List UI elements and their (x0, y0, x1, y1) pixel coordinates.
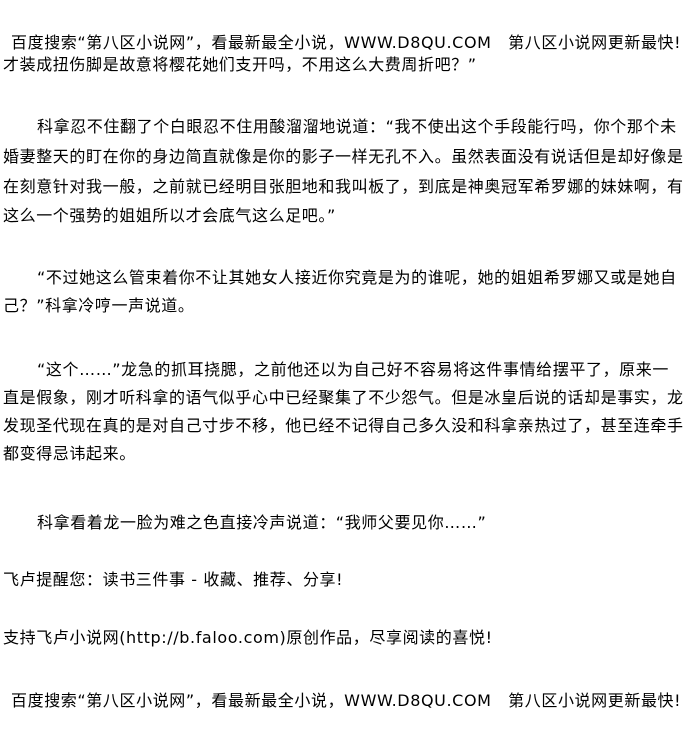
text-line: “不过她这么管束着你不让其她女人接近你究竟是为的谁呢，她的姐姐希罗娜又或是她自 (37, 268, 677, 287)
text-line: 发现圣代现在真的是对自己寸步不移，他已经不记得自己多久没和科拿亲热过了，甚至连牵… (3, 416, 684, 435)
support-text: 支持飞卢小说网(http://b.faloo.com)原创作品，尽享阅读的喜悦! (3, 628, 493, 647)
text-line: 己？”科拿冷哼一声说道。 (3, 296, 195, 315)
text-line: “这个……”龙急的抓耳挠腮，之前他还以为自己好不容易将这件事情给摆平了，原来一 (37, 360, 669, 379)
text-line: 科拿看着龙一脸为难之色直接冷声说道：“我师父要见你……” (37, 513, 487, 532)
text-line: 都变得忌讳起来。 (3, 444, 136, 463)
text-line: 这么一个强势的姐姐所以才会底气这么足吧。” (3, 206, 336, 225)
text-line: 婚妻整天的盯在你的身边简直就像是你的影子一样无孔不入。虽然表面没有说话但是却好像… (3, 147, 684, 166)
text-line: 科拿忍不住翻了个白眼忍不住用酸溜溜地说道：“我不使出这个手段能行吗，你个那个未 (37, 117, 677, 136)
text-line: 直是假象，刚才听科拿的语气似乎心中已经聚集了不少怨气。但是冰皇后说的话却是事实，… (3, 388, 684, 407)
reminder-text: 飞卢提醒您：读书三件事 - 收藏、推荐、分享! (3, 570, 344, 589)
text-line: 在刻意针对我一般，之前就已经明目张胆地和我叫板了，到底是神奥冠军希罗娜的妹妹啊，… (3, 177, 684, 196)
header-ad: 百度搜索“第八区小说网”，看最新最全小说，WWW.D8QU.COM 第八区小说网… (11, 33, 682, 52)
footer-ad: 百度搜索“第八区小说网”，看最新最全小说，WWW.D8QU.COM 第八区小说网… (11, 691, 682, 710)
text-line: 才装成扭伤脚是故意将樱花她们支开吗，不用这么大费周折吧？” (3, 55, 477, 74)
